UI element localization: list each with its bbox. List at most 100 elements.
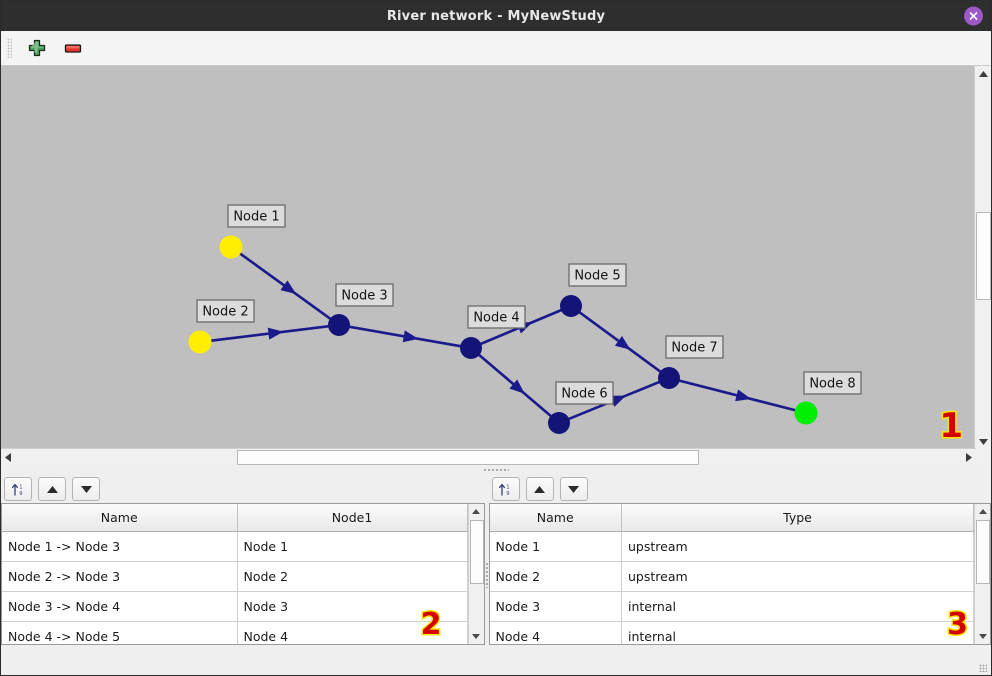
move-up-icon[interactable] <box>525 477 554 501</box>
table-cell[interactable]: Node 3 -> Node 4 <box>2 591 238 622</box>
graph-node-internal[interactable] <box>658 367 680 389</box>
graph-node-label[interactable]: Node 7 <box>665 335 724 359</box>
scroll-right-icon[interactable] <box>962 449 976 465</box>
graph-node-label-text: Node 4 <box>473 311 519 326</box>
graph-node-upstream[interactable] <box>188 330 212 354</box>
graph-node-label-text: Node 6 <box>561 387 607 402</box>
scroll-up-icon[interactable] <box>975 66 991 81</box>
scroll-up-icon[interactable] <box>975 504 990 519</box>
table-cell[interactable]: internal <box>621 591 974 622</box>
table-cell[interactable]: Node 1 -> Node 3 <box>2 531 238 562</box>
network-graph-canvas[interactable]: Node 1 Node 2 Node 3 Node 4 Node 5 Node 6 Node… <box>1 66 976 449</box>
toolbar-drag-handle[interactable] <box>7 38 12 58</box>
reaches-scroll-thumb[interactable] <box>469 520 484 584</box>
graph-horizontal-scroll-thumb[interactable] <box>237 450 699 465</box>
reaches-column-header[interactable]: Node1 <box>237 504 468 532</box>
table-cell[interactable]: Node 2 -> Node 3 <box>2 561 238 592</box>
table-cell[interactable]: internal <box>621 621 974 644</box>
graph-edge-arrow <box>614 336 631 350</box>
table-cell[interactable]: Node 4 <box>237 621 468 644</box>
move-down-icon[interactable] <box>72 477 100 501</box>
scroll-up-icon[interactable] <box>468 504 484 519</box>
graph-vertical-scroll-thumb[interactable] <box>976 212 991 300</box>
splitter-grip-icon <box>483 468 509 472</box>
graph-node-layer[interactable] <box>188 235 818 435</box>
nodes-vertical-scrollbar[interactable] <box>974 504 990 644</box>
scroll-left-icon[interactable] <box>1 449 15 465</box>
nodes-column-header[interactable]: Name <box>489 504 622 532</box>
svg-text:1: 1 <box>19 484 22 490</box>
graph-node-internal[interactable] <box>560 295 582 317</box>
move-up-icon[interactable] <box>38 477 66 501</box>
graph-node-upstream[interactable] <box>219 235 243 259</box>
graph-horizontal-scrollbar[interactable] <box>1 448 976 465</box>
nodes-column-header[interactable]: Type <box>621 504 974 532</box>
scroll-down-icon[interactable] <box>975 434 991 449</box>
graph-node-label-box <box>555 381 614 405</box>
horizontal-splitter[interactable] <box>1 465 991 475</box>
graph-node-label[interactable]: Node 3 <box>335 283 394 307</box>
graph-node-label-box <box>665 335 724 359</box>
add-plus-icon[interactable] <box>26 37 48 59</box>
graph-node-label[interactable]: Node 6 <box>555 381 614 405</box>
graph-node-downstream[interactable] <box>794 401 818 425</box>
graph-node-internal[interactable] <box>548 412 570 434</box>
title-bar: River network - MyNewStudy <box>1 1 991 31</box>
vertical-splitter[interactable] <box>484 475 489 675</box>
graph-node-label[interactable]: Node 8 <box>803 371 862 395</box>
table-cell[interactable]: upstream <box>621 561 974 592</box>
reaches-column-header[interactable]: Name <box>2 504 238 532</box>
sort-ascending-icon[interactable]: 1 9 <box>4 477 32 501</box>
table-cell[interactable]: Node 2 <box>489 561 622 592</box>
scroll-down-icon[interactable] <box>975 629 990 644</box>
table-cell[interactable]: upstream <box>621 531 974 562</box>
graph-node-internal[interactable] <box>460 337 482 359</box>
sort-ascending-icon[interactable]: 1 9 <box>491 477 520 501</box>
graph-node-label[interactable]: Node 5 <box>568 263 627 287</box>
graph-node-label-text: Node 2 <box>202 305 248 320</box>
graph-node-label-text: Node 1 <box>233 210 279 225</box>
table-cell[interactable]: Node 3 <box>237 591 468 622</box>
reaches-table-header[interactable]: NameNode1Node2 <box>2 504 468 532</box>
table-cell[interactable]: Node 3 <box>489 591 622 622</box>
graph-node-label[interactable]: Node 4 <box>467 305 526 329</box>
graph-node-internal[interactable] <box>328 314 350 336</box>
svg-text:9: 9 <box>506 491 509 497</box>
network-graph-panel[interactable]: Node 1 Node 2 Node 3 Node 4 Node 5 Node 6 Node… <box>1 66 991 465</box>
graph-node-label-box <box>335 283 394 307</box>
graph-vertical-scrollbar[interactable] <box>974 66 991 449</box>
resize-grip-icon[interactable] <box>979 664 987 672</box>
table-cell[interactable]: Node 4 -> Node 5 <box>2 621 238 644</box>
graph-edge-arrow <box>509 379 525 394</box>
table-cell[interactable]: Node 1 <box>489 531 622 562</box>
graph-node-label[interactable]: Node 1 <box>227 204 286 228</box>
reaches-vertical-scrollbar[interactable] <box>467 504 484 644</box>
nodes-scroll-thumb[interactable] <box>976 520 990 584</box>
close-icon[interactable] <box>964 6 983 26</box>
move-down-icon[interactable] <box>559 477 588 501</box>
table-cell[interactable]: Node 2 <box>237 561 468 592</box>
scroll-down-icon[interactable] <box>468 629 484 644</box>
table-cell[interactable]: Node 4 <box>489 621 622 644</box>
graph-node-label[interactable]: Node 2 <box>196 299 255 323</box>
graph-node-label-box <box>227 204 286 228</box>
graph-node-label-text: Node 5 <box>574 269 620 284</box>
table-cell[interactable]: Node 1 <box>237 531 468 562</box>
remove-minus-icon[interactable] <box>62 37 84 59</box>
